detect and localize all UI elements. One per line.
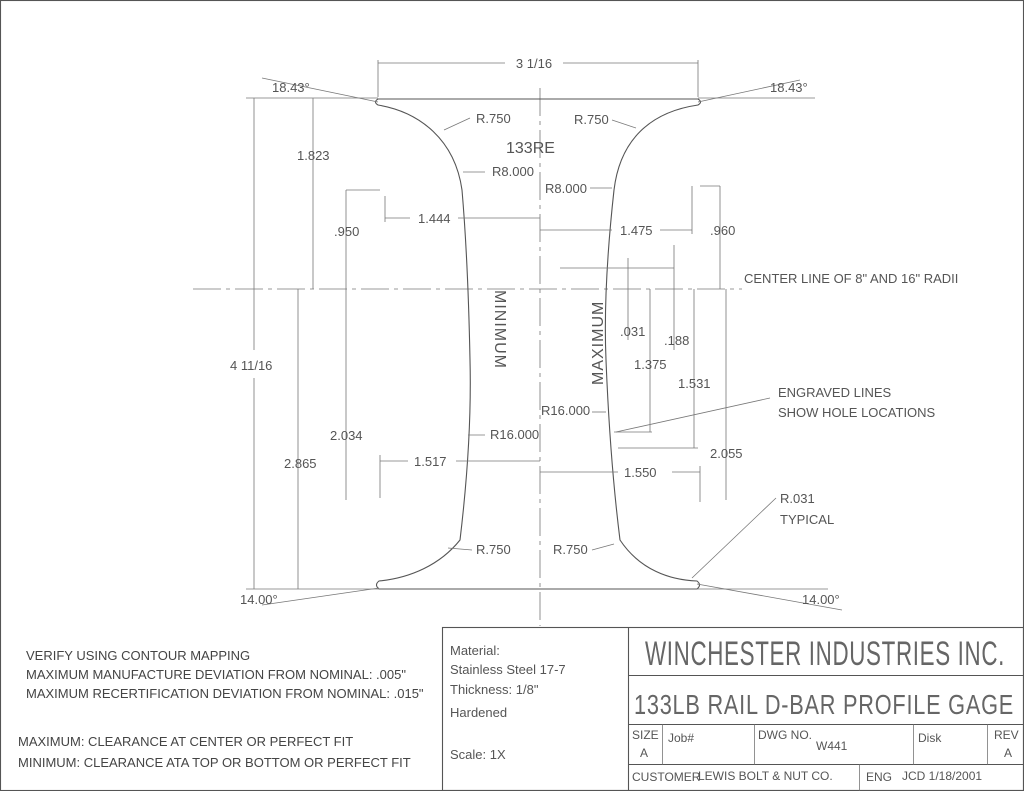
leader [443, 117, 471, 131]
material-value: Stainless Steel 17-7 [450, 662, 566, 677]
material-label: Material: [450, 643, 500, 658]
dim-2865: 2.865 [284, 456, 317, 471]
dim-1375: 1.375 [634, 357, 667, 372]
leader [691, 497, 777, 579]
r-top-left: R.750 [476, 111, 511, 126]
dim-1517: 1.517 [414, 454, 447, 469]
eng-label: ENG [866, 770, 892, 784]
note-line4: MAXIMUM: CLEARANCE AT CENTER OR PERFECT … [18, 734, 353, 749]
rev-value: A [1004, 746, 1012, 760]
profile-label: 133RE [506, 140, 555, 157]
gage-profile-outline [374, 98, 702, 590]
angle-bottom-right: 14.00° [802, 592, 840, 607]
dim-top-width: 3 1/16 [516, 56, 552, 71]
dim-960: .960 [710, 223, 735, 238]
dwg-label: DWG NO. [758, 728, 812, 742]
dim-2034: 2.034 [330, 428, 363, 443]
dwg-value: W441 [816, 739, 848, 753]
r8-left: R8.000 [492, 164, 534, 179]
dim-2055: 2.055 [710, 446, 743, 461]
size-label: SIZE [632, 728, 659, 742]
hardened: Hardened [450, 705, 507, 720]
angle-top-right: 18.43° [770, 80, 808, 95]
note-line5: MINIMUM: CLEARANCE ATA TOP OR BOTTOM OR … [18, 755, 411, 770]
dim-950: .950 [334, 224, 359, 239]
rev-label: REV [994, 728, 1019, 742]
minimum-label: MINIMUM [491, 290, 508, 369]
leader [447, 547, 473, 551]
size-value: A [640, 746, 648, 760]
dim-031: .031 [620, 324, 645, 339]
company-name: WINCHESTER INDUSTRIES INC. [645, 635, 1005, 673]
job-label: Job# [668, 731, 694, 745]
engraved-line1: ENGRAVED LINES [778, 385, 892, 400]
r-bottom-left: R.750 [476, 542, 511, 557]
disk-label: Disk [918, 731, 942, 745]
leader [611, 119, 637, 129]
engraved-line2: SHOW HOLE LOCATIONS [778, 405, 936, 420]
dim-1531: 1.531 [678, 376, 711, 391]
note-line3: MAXIMUM RECERTIFICATION DEVIATION FROM N… [26, 686, 424, 701]
dim-1475: 1.475 [620, 223, 653, 238]
customer-value: LEWIS BOLT & NUT CO. [698, 769, 833, 783]
thickness: Thickness: 1/8" [450, 682, 539, 697]
leader [591, 543, 615, 551]
scale: Scale: 1X [450, 747, 506, 762]
dim-height: 4 11/16 [230, 358, 272, 373]
customer-label: CUSTOMER [632, 770, 701, 784]
r031-line2: TYPICAL [780, 512, 834, 527]
r-bottom-right: R.750 [553, 542, 588, 557]
engraved-leader [615, 397, 771, 433]
eng-value: JCD 1/18/2001 [902, 769, 982, 783]
dim-1550: 1.550 [624, 465, 657, 480]
r8-right: R8.000 [545, 181, 587, 196]
r16-right: R16.000 [541, 403, 590, 418]
angle-top-left: 18.43° [272, 80, 310, 95]
angle-bottom-left: 14.00° [240, 592, 278, 607]
r-top-right: R.750 [574, 112, 609, 127]
dim-188: .188 [664, 333, 689, 348]
angle-leader [261, 587, 380, 606]
dim-1823: 1.823 [297, 148, 330, 163]
center-line-note: CENTER LINE OF 8" AND 16" RADII [744, 271, 958, 286]
note-line1: VERIFY USING CONTOUR MAPPING [26, 648, 250, 663]
drawing-title: 133LB RAIL D-BAR PROFILE GAGE [634, 689, 1014, 720]
note-line2: MAXIMUM MANUFACTURE DEVIATION FROM NOMIN… [26, 667, 406, 682]
maximum-label: MAXIMUM [590, 301, 607, 385]
r16-left: R16.000 [490, 427, 539, 442]
dim-1444: 1.444 [418, 211, 451, 226]
r031-line1: R.031 [780, 491, 815, 506]
angle-leader [696, 583, 843, 611]
